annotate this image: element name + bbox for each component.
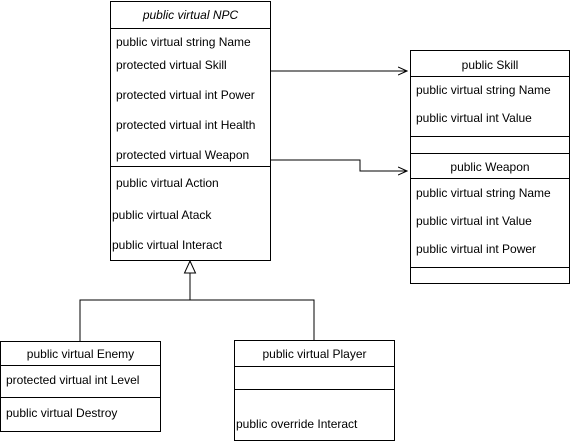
player-attr-divider xyxy=(235,389,394,390)
npc-class-title: public virtual NPC xyxy=(142,8,239,22)
npc-attr-skill: protected virtual Skill xyxy=(116,58,227,72)
weapon-attr-value: public virtual int Value xyxy=(416,214,532,228)
weapon-attr-divider xyxy=(411,267,569,268)
skill-attr-value: public virtual int Value xyxy=(416,111,532,125)
npc-attr-name: public virtual string Name xyxy=(116,35,251,49)
enemy-attr-level: protected virtual int Level xyxy=(6,373,140,387)
npc-attr-divider xyxy=(111,166,270,167)
npc-method-action: public virtual Action xyxy=(116,176,219,190)
weapon-attr-power: public virtual int Power xyxy=(416,242,537,256)
weapon-class-box[interactable]: public Weapon public virtual string Name… xyxy=(410,153,570,284)
inheritance-line xyxy=(79,273,315,342)
weapon-class-title: public Weapon xyxy=(450,160,530,174)
association-weapon-arrow xyxy=(270,159,407,171)
player-title-divider xyxy=(235,366,394,367)
weapon-attr-name: public virtual string Name xyxy=(416,186,551,200)
skill-class-title: public Skill xyxy=(461,58,519,72)
npc-method-interact: public virtual Interact xyxy=(112,238,223,252)
player-class-box[interactable]: public virtual Player public override In… xyxy=(234,340,395,441)
enemy-title-divider xyxy=(1,365,160,366)
npc-attr-health: protected virtual int Health xyxy=(116,118,256,132)
skill-attr-divider xyxy=(411,136,569,137)
npc-title-divider xyxy=(111,28,270,29)
skill-title-divider xyxy=(411,76,569,77)
skill-class-box[interactable]: public Skill public virtual string Name … xyxy=(410,50,570,154)
skill-attr-name: public virtual string Name xyxy=(416,83,551,97)
player-method-interact: public override Interact xyxy=(236,417,358,431)
player-class-title: public virtual Player xyxy=(262,347,367,361)
weapon-title-divider xyxy=(411,178,569,179)
enemy-attr-divider xyxy=(1,397,160,398)
enemy-method-destroy: public virtual Destroy xyxy=(6,406,118,420)
npc-class-box[interactable]: public virtual NPC public virtual string… xyxy=(110,1,271,261)
npc-attr-power: protected virtual int Power xyxy=(116,88,255,102)
npc-method-atack: public virtual Atack xyxy=(112,208,212,222)
enemy-class-box[interactable]: public virtual Enemy protected virtual i… xyxy=(0,341,161,432)
inheritance-triangle-icon xyxy=(183,259,197,274)
enemy-class-title: public virtual Enemy xyxy=(26,347,135,361)
npc-attr-weapon: protected virtual Weapon xyxy=(116,148,250,162)
